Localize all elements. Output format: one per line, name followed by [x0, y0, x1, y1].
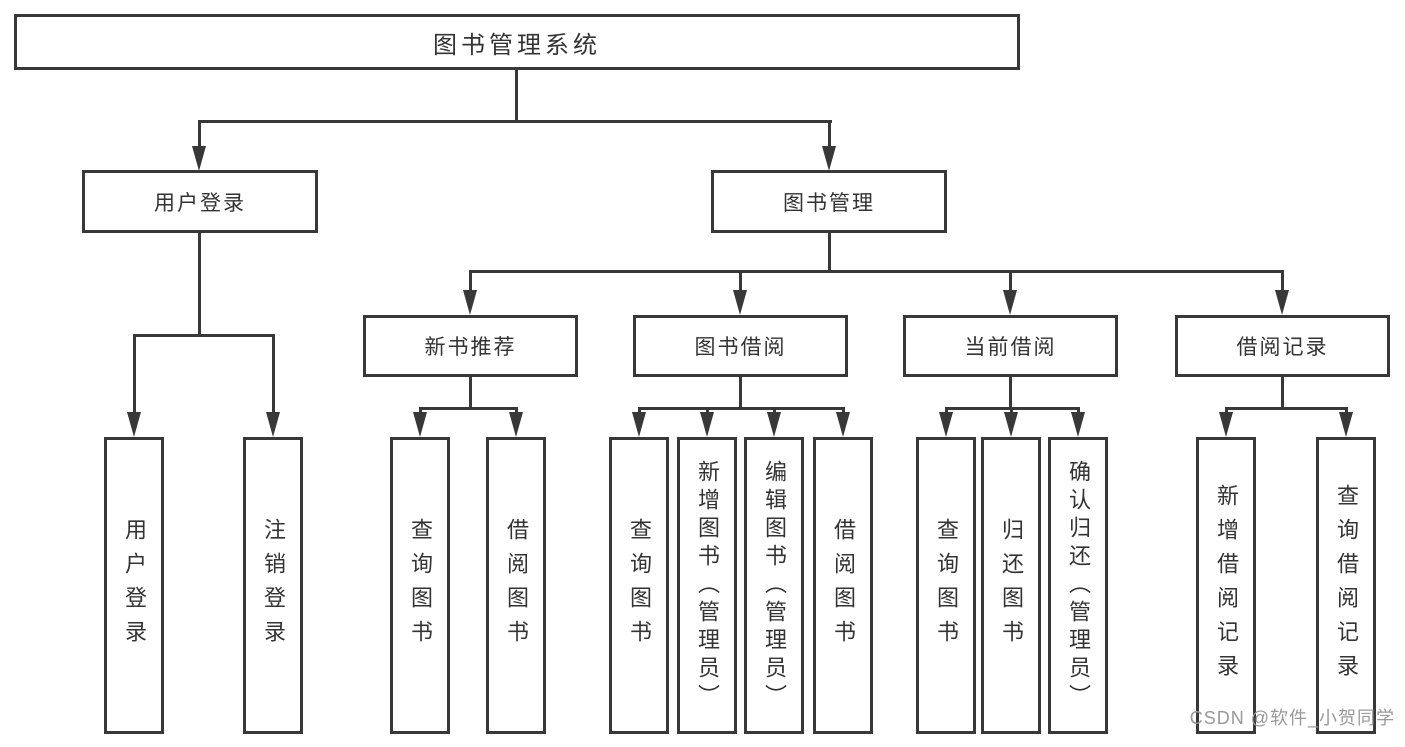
- arrowhead-down-icon: [127, 412, 141, 437]
- connector-drop-nr-query: [419, 408, 422, 415]
- arrowhead-down-icon: [767, 412, 781, 437]
- node-user-login: 用户登录: [82, 170, 318, 233]
- leaf-cb-return-books-label: 归还图书: [999, 517, 1024, 654]
- arrowhead-down-icon: [413, 412, 427, 437]
- arrowhead-down-icon: [192, 146, 206, 171]
- node-book-management: 图书管理: [711, 170, 947, 233]
- leaf-br-query-record-label: 查询借阅记录: [1334, 483, 1359, 688]
- node-root: 图书管理系统: [14, 14, 1020, 70]
- arrowhead-down-icon: [1071, 412, 1085, 437]
- arrowhead-down-icon: [266, 412, 280, 437]
- connector-cb-stem: [1009, 377, 1012, 410]
- arrowhead-down-icon: [1275, 290, 1289, 315]
- arrowhead-down-icon: [1004, 412, 1018, 437]
- leaf-logout-login-label: 注销登录: [261, 517, 286, 654]
- connector-drop-leaf-user-login: [133, 335, 136, 413]
- connector-userlogin-stem: [198, 233, 201, 337]
- leaf-cb-query-books: 查询图书: [916, 437, 976, 734]
- csdn-watermark: CSDN @软件_小贺同学: [1189, 708, 1395, 728]
- connector-drop-book-mgmt: [828, 121, 831, 147]
- connector-drop-bb-edit: [773, 408, 776, 415]
- connector-bookmgmt-stem: [828, 233, 831, 273]
- connector-nr-stem: [469, 377, 472, 410]
- connector-drop-book-borrow: [739, 271, 742, 293]
- arrowhead-down-icon: [463, 290, 477, 315]
- leaf-user-login-label: 用户登录: [122, 517, 147, 654]
- connector-drop-user-login: [198, 121, 201, 147]
- leaf-bb-edit-books-admin: 编辑图书（管理员）: [744, 437, 804, 734]
- arrowhead-down-icon: [509, 412, 523, 437]
- connector-bb-bus: [638, 407, 845, 410]
- leaf-nr-query-books-label: 查询图书: [408, 517, 433, 654]
- leaf-bb-query-books: 查询图书: [609, 437, 669, 734]
- connector-bb-stem: [739, 377, 742, 410]
- connector-drop-bb-query: [638, 408, 641, 415]
- leaf-br-add-record-label: 新增借阅记录: [1214, 483, 1239, 688]
- leaf-nr-query-books: 查询图书: [390, 437, 450, 734]
- connector-br-stem: [1281, 377, 1284, 410]
- arrowhead-down-icon: [939, 412, 953, 437]
- leaf-bb-borrow-books: 借阅图书: [813, 437, 873, 734]
- connector-drop-br-query: [1345, 408, 1348, 415]
- leaf-br-add-record: 新增借阅记录: [1196, 437, 1256, 734]
- node-borrow-records: 借阅记录: [1175, 315, 1390, 377]
- leaf-bb-add-books-admin: 新增图书（管理员）: [677, 437, 737, 734]
- leaf-bb-query-books-label: 查询图书: [627, 517, 652, 654]
- connector-drop-cb-query: [945, 408, 948, 415]
- leaf-cb-query-books-label: 查询图书: [934, 517, 959, 654]
- connector-userlogin-bus: [133, 334, 275, 337]
- leaf-cb-confirm-return-admin: 确认归还（管理员）: [1048, 437, 1108, 734]
- arrowhead-down-icon: [733, 290, 747, 315]
- connector-drop-br-add: [1225, 408, 1228, 415]
- connector-drop-bb-add: [706, 408, 709, 415]
- leaf-logout-login: 注销登录: [243, 437, 303, 734]
- arrowhead-down-icon: [836, 412, 850, 437]
- leaf-bb-edit-books-admin-label: 编辑图书（管理员）: [762, 459, 787, 712]
- leaf-bb-borrow-books-label: 借阅图书: [831, 517, 856, 654]
- leaf-bb-add-books-admin-label: 新增图书（管理员）: [695, 459, 720, 712]
- leaf-cb-return-books: 归还图书: [981, 437, 1041, 734]
- arrowhead-down-icon: [632, 412, 646, 437]
- connector-drop-leaf-logout: [272, 335, 275, 413]
- connector-drop-cb-return: [1010, 408, 1013, 415]
- arrowhead-down-icon: [1219, 412, 1233, 437]
- arrowhead-down-icon: [1339, 412, 1353, 437]
- connector-root-stem: [515, 70, 518, 123]
- connector-root-bus: [198, 120, 832, 123]
- connector-drop-nr-borrow: [515, 408, 518, 415]
- node-current-borrow: 当前借阅: [903, 315, 1118, 377]
- connector-drop-current-borrow: [1009, 271, 1012, 293]
- leaf-br-query-record: 查询借阅记录: [1316, 437, 1376, 734]
- leaf-user-login: 用户登录: [104, 437, 164, 734]
- connector-bookmgmt-bus: [469, 270, 1284, 273]
- connector-br-bus: [1225, 407, 1348, 410]
- connector-drop-cb-confirm: [1077, 408, 1080, 415]
- connector-nr-bus: [419, 407, 518, 410]
- arrowhead-down-icon: [1003, 290, 1017, 315]
- leaf-nr-borrow-books: 借阅图书: [486, 437, 546, 734]
- arrowhead-down-icon: [700, 412, 714, 437]
- connector-drop-borrow-records: [1281, 271, 1284, 293]
- connector-drop-bb-borrow: [842, 408, 845, 415]
- node-book-borrow: 图书借阅: [633, 315, 848, 377]
- leaf-cb-confirm-return-admin-label: 确认归还（管理员）: [1066, 459, 1091, 712]
- connector-drop-new-recommend: [469, 271, 472, 293]
- arrowhead-down-icon: [822, 146, 836, 171]
- node-new-book-recommend: 新书推荐: [363, 315, 578, 377]
- leaf-nr-borrow-books-label: 借阅图书: [504, 517, 529, 654]
